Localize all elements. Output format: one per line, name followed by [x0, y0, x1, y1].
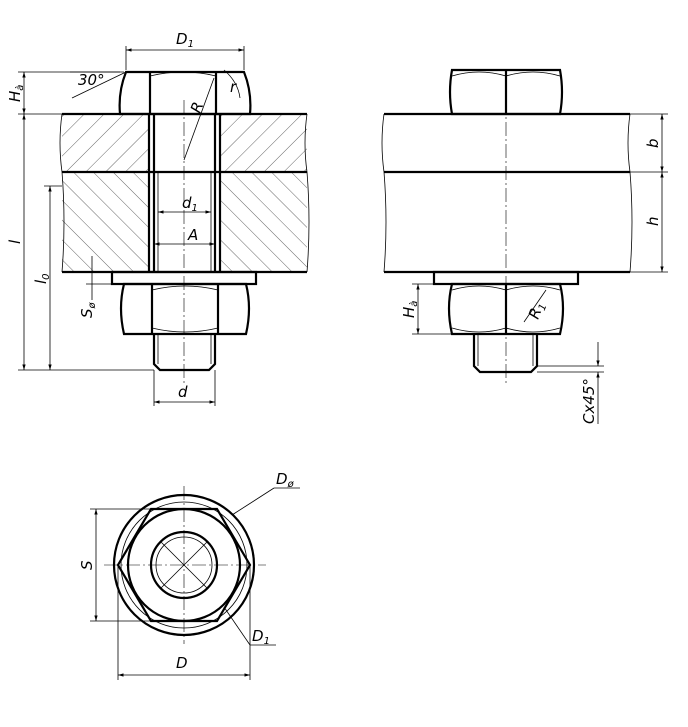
- lower-plate-right: [220, 172, 307, 272]
- bolt-head: [118, 70, 252, 116]
- elevation-view: b h Hà R1 Cx45°: [381, 68, 668, 424]
- label-Ha-right: Hà: [400, 301, 420, 318]
- nut-right: [447, 282, 565, 336]
- label-l: l: [6, 239, 24, 244]
- label-chamfer: Cx45°: [580, 378, 598, 424]
- label-d1: d1: [182, 194, 198, 214]
- label-d: d: [178, 383, 188, 401]
- bolt-end-left: [152, 334, 217, 372]
- label-angle: 30°: [78, 71, 105, 89]
- lower-plate-left: [62, 172, 149, 272]
- label-A: A: [187, 226, 198, 244]
- label-Sw: Sø: [78, 301, 98, 318]
- label-S: S: [78, 560, 96, 570]
- plan-view: S D Dø D1: [78, 470, 300, 680]
- label-Ha-left: Hà: [6, 85, 26, 102]
- bolt-end-right: [472, 334, 539, 374]
- label-D1-top: D1: [176, 30, 194, 50]
- upper-plate-right: [220, 114, 307, 172]
- section-view: D1 Hà 30° R r l l0 d1 A Sø: [6, 30, 310, 406]
- label-Dw: Dø: [276, 470, 295, 490]
- label-r: r: [230, 78, 237, 96]
- label-b: b: [644, 138, 662, 148]
- nut-left: [119, 282, 251, 336]
- upper-plate-left: [62, 114, 149, 172]
- label-D: D: [176, 654, 188, 672]
- label-D1-bottom: D1: [252, 627, 270, 647]
- label-R1: R1: [525, 299, 550, 322]
- label-h: h: [644, 216, 662, 226]
- label-l0: l0: [32, 273, 52, 284]
